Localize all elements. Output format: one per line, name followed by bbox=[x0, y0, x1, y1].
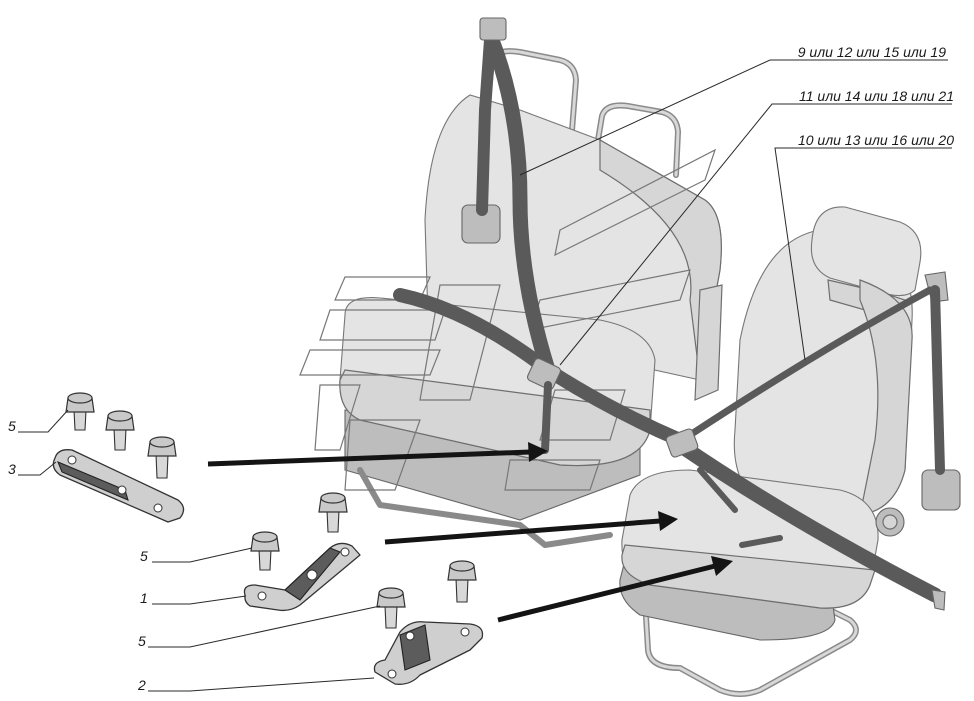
driver-shoulder-belt bbox=[686, 286, 934, 439]
bolt bbox=[147, 436, 177, 479]
leader-belt-middle bbox=[559, 103, 952, 366]
double-seat-side-panel bbox=[694, 284, 723, 401]
leader-bolt-middle bbox=[152, 547, 253, 563]
driver-seat bbox=[619, 206, 961, 697]
leader-belt-lower bbox=[774, 147, 952, 361]
label-belt-upper: 9 или 12 или 15 или 19 bbox=[798, 44, 946, 60]
assembly-arrows bbox=[207, 442, 733, 623]
label-bolt-middle: 5 bbox=[140, 548, 148, 564]
bolt bbox=[105, 410, 135, 451]
double-seat-shoulder-belt bbox=[482, 27, 556, 378]
seat-belts bbox=[393, 17, 946, 611]
bolt bbox=[65, 392, 95, 431]
arrow-long-bracket-to-double-seat bbox=[207, 442, 548, 467]
bolt bbox=[376, 587, 406, 629]
double-seat-buckle bbox=[527, 357, 561, 391]
label-bolt-top: 5 bbox=[8, 418, 16, 434]
label-bracket-1: 1 bbox=[140, 590, 148, 606]
leader-bracket-long bbox=[18, 461, 57, 476]
bolt-set-bottom bbox=[376, 560, 477, 629]
bolt bbox=[318, 492, 348, 533]
bracket-2 bbox=[373, 621, 484, 685]
label-belt-lower: 10 или 13 или 16 или 20 bbox=[798, 132, 954, 148]
double-seat-frame bbox=[357, 467, 613, 548]
driver-retractor-webbing bbox=[930, 285, 945, 475]
driver-seat-headrest bbox=[810, 206, 922, 297]
label-bracket-long: 3 bbox=[8, 461, 16, 477]
arrow-bracket-2-to-driver-seat bbox=[497, 556, 733, 623]
bolt-set-middle bbox=[250, 492, 348, 571]
arrow-bracket-1-to-driver-seat bbox=[384, 511, 678, 545]
driver-lap-belt bbox=[672, 437, 943, 603]
label-bolt-bottom: 5 bbox=[138, 633, 146, 649]
driver-lower-anchor bbox=[931, 589, 946, 611]
callout-leaders bbox=[18, 59, 952, 692]
driver-seat-buckle bbox=[665, 428, 699, 458]
label-belt-middle: 11 или 14 или 18 или 21 bbox=[799, 88, 954, 104]
long-bracket bbox=[52, 449, 185, 523]
bolt bbox=[447, 560, 477, 603]
leader-bracket-2 bbox=[148, 677, 375, 692]
double-seat-upper-anchor bbox=[479, 17, 507, 41]
leader-bolt-bottom bbox=[148, 605, 381, 648]
bolt-set-top bbox=[65, 392, 177, 479]
bracket-1 bbox=[243, 542, 361, 612]
leader-bolt-top bbox=[18, 409, 69, 433]
bolt bbox=[250, 531, 280, 571]
leader-bracket-1 bbox=[152, 595, 247, 605]
leader-belt-upper bbox=[519, 59, 948, 176]
label-bracket-2: 2 bbox=[137, 677, 146, 693]
callout-labels: 9 или 12 или 15 или 19 11 или 14 или 18 … bbox=[8, 44, 954, 693]
driver-belt-retractor bbox=[921, 469, 961, 511]
